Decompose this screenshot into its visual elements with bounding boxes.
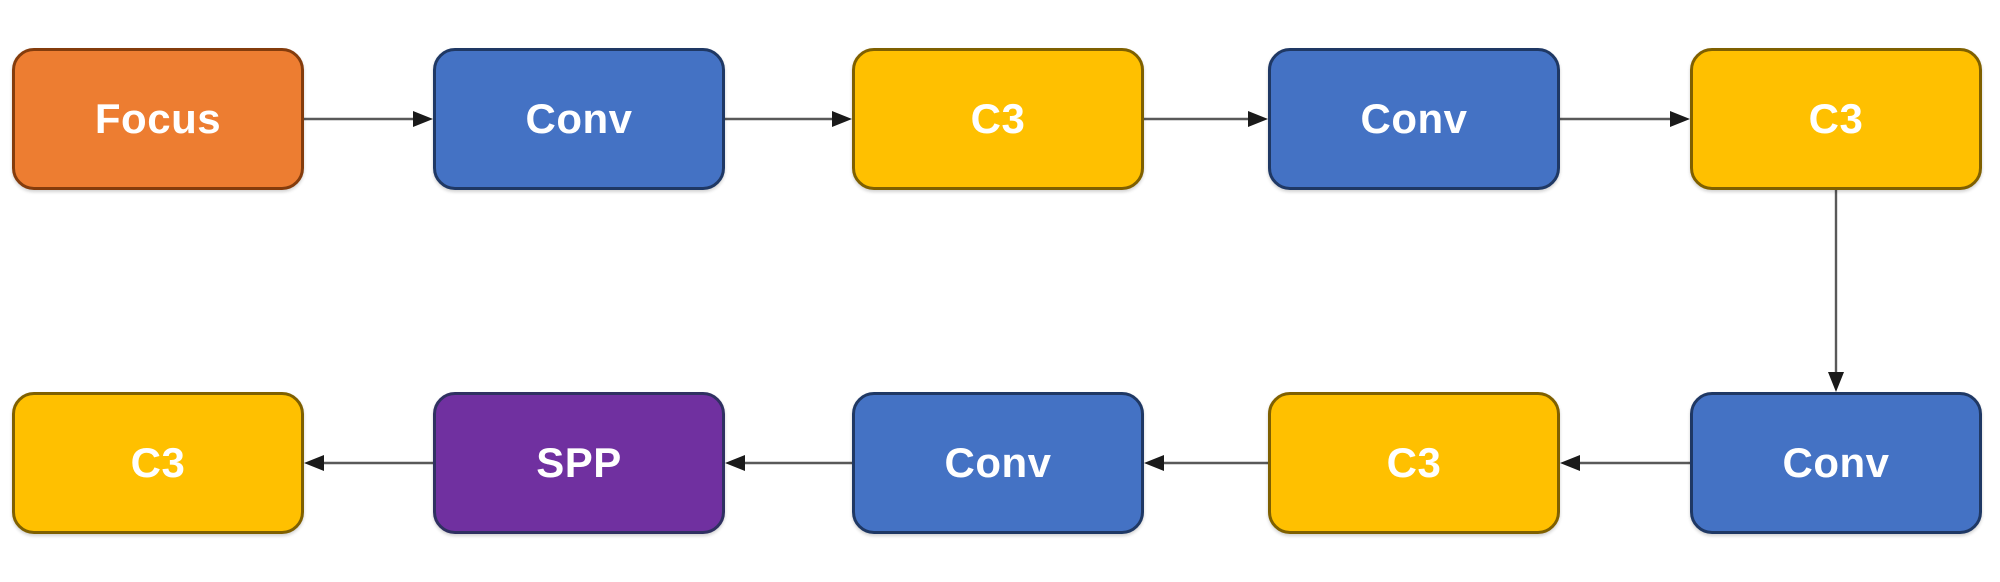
flow-arrow-head (725, 455, 745, 471)
node-conv-2-label: Conv (1360, 95, 1468, 142)
flow-arrow-head (1144, 455, 1164, 471)
node-c3-1: C3 (852, 48, 1144, 190)
node-conv-4-label: Conv (1782, 439, 1890, 486)
flow-arrow-head (1248, 111, 1268, 127)
node-focus: Focus (12, 48, 304, 190)
flow-arrow-head (832, 111, 852, 127)
flow-arrow-head (1670, 111, 1690, 127)
node-conv-2: Conv (1268, 48, 1560, 190)
node-c3-4: C3 (1268, 392, 1560, 534)
node-conv-3-label: Conv (944, 439, 1052, 486)
node-conv-4: Conv (1690, 392, 1982, 534)
flow-arrow-head (413, 111, 433, 127)
flow-arrow-head (1560, 455, 1580, 471)
node-spp: SPP (433, 392, 725, 534)
node-c3-2: C3 (1690, 48, 1982, 190)
node-conv-1: Conv (433, 48, 725, 190)
node-focus-label: Focus (94, 95, 222, 142)
flow-arrow-head (1828, 372, 1844, 392)
node-c3-3: C3 (12, 392, 304, 534)
node-conv-1-label: Conv (525, 95, 633, 142)
node-conv-3: Conv (852, 392, 1144, 534)
node-c3-2-label: C3 (1808, 95, 1864, 142)
node-c3-4-label: C3 (1386, 439, 1442, 486)
flow-arrow-head (304, 455, 324, 471)
node-c3-3-label: C3 (130, 439, 186, 486)
node-c3-1-label: C3 (970, 95, 1026, 142)
node-spp-label: SPP (536, 439, 622, 486)
